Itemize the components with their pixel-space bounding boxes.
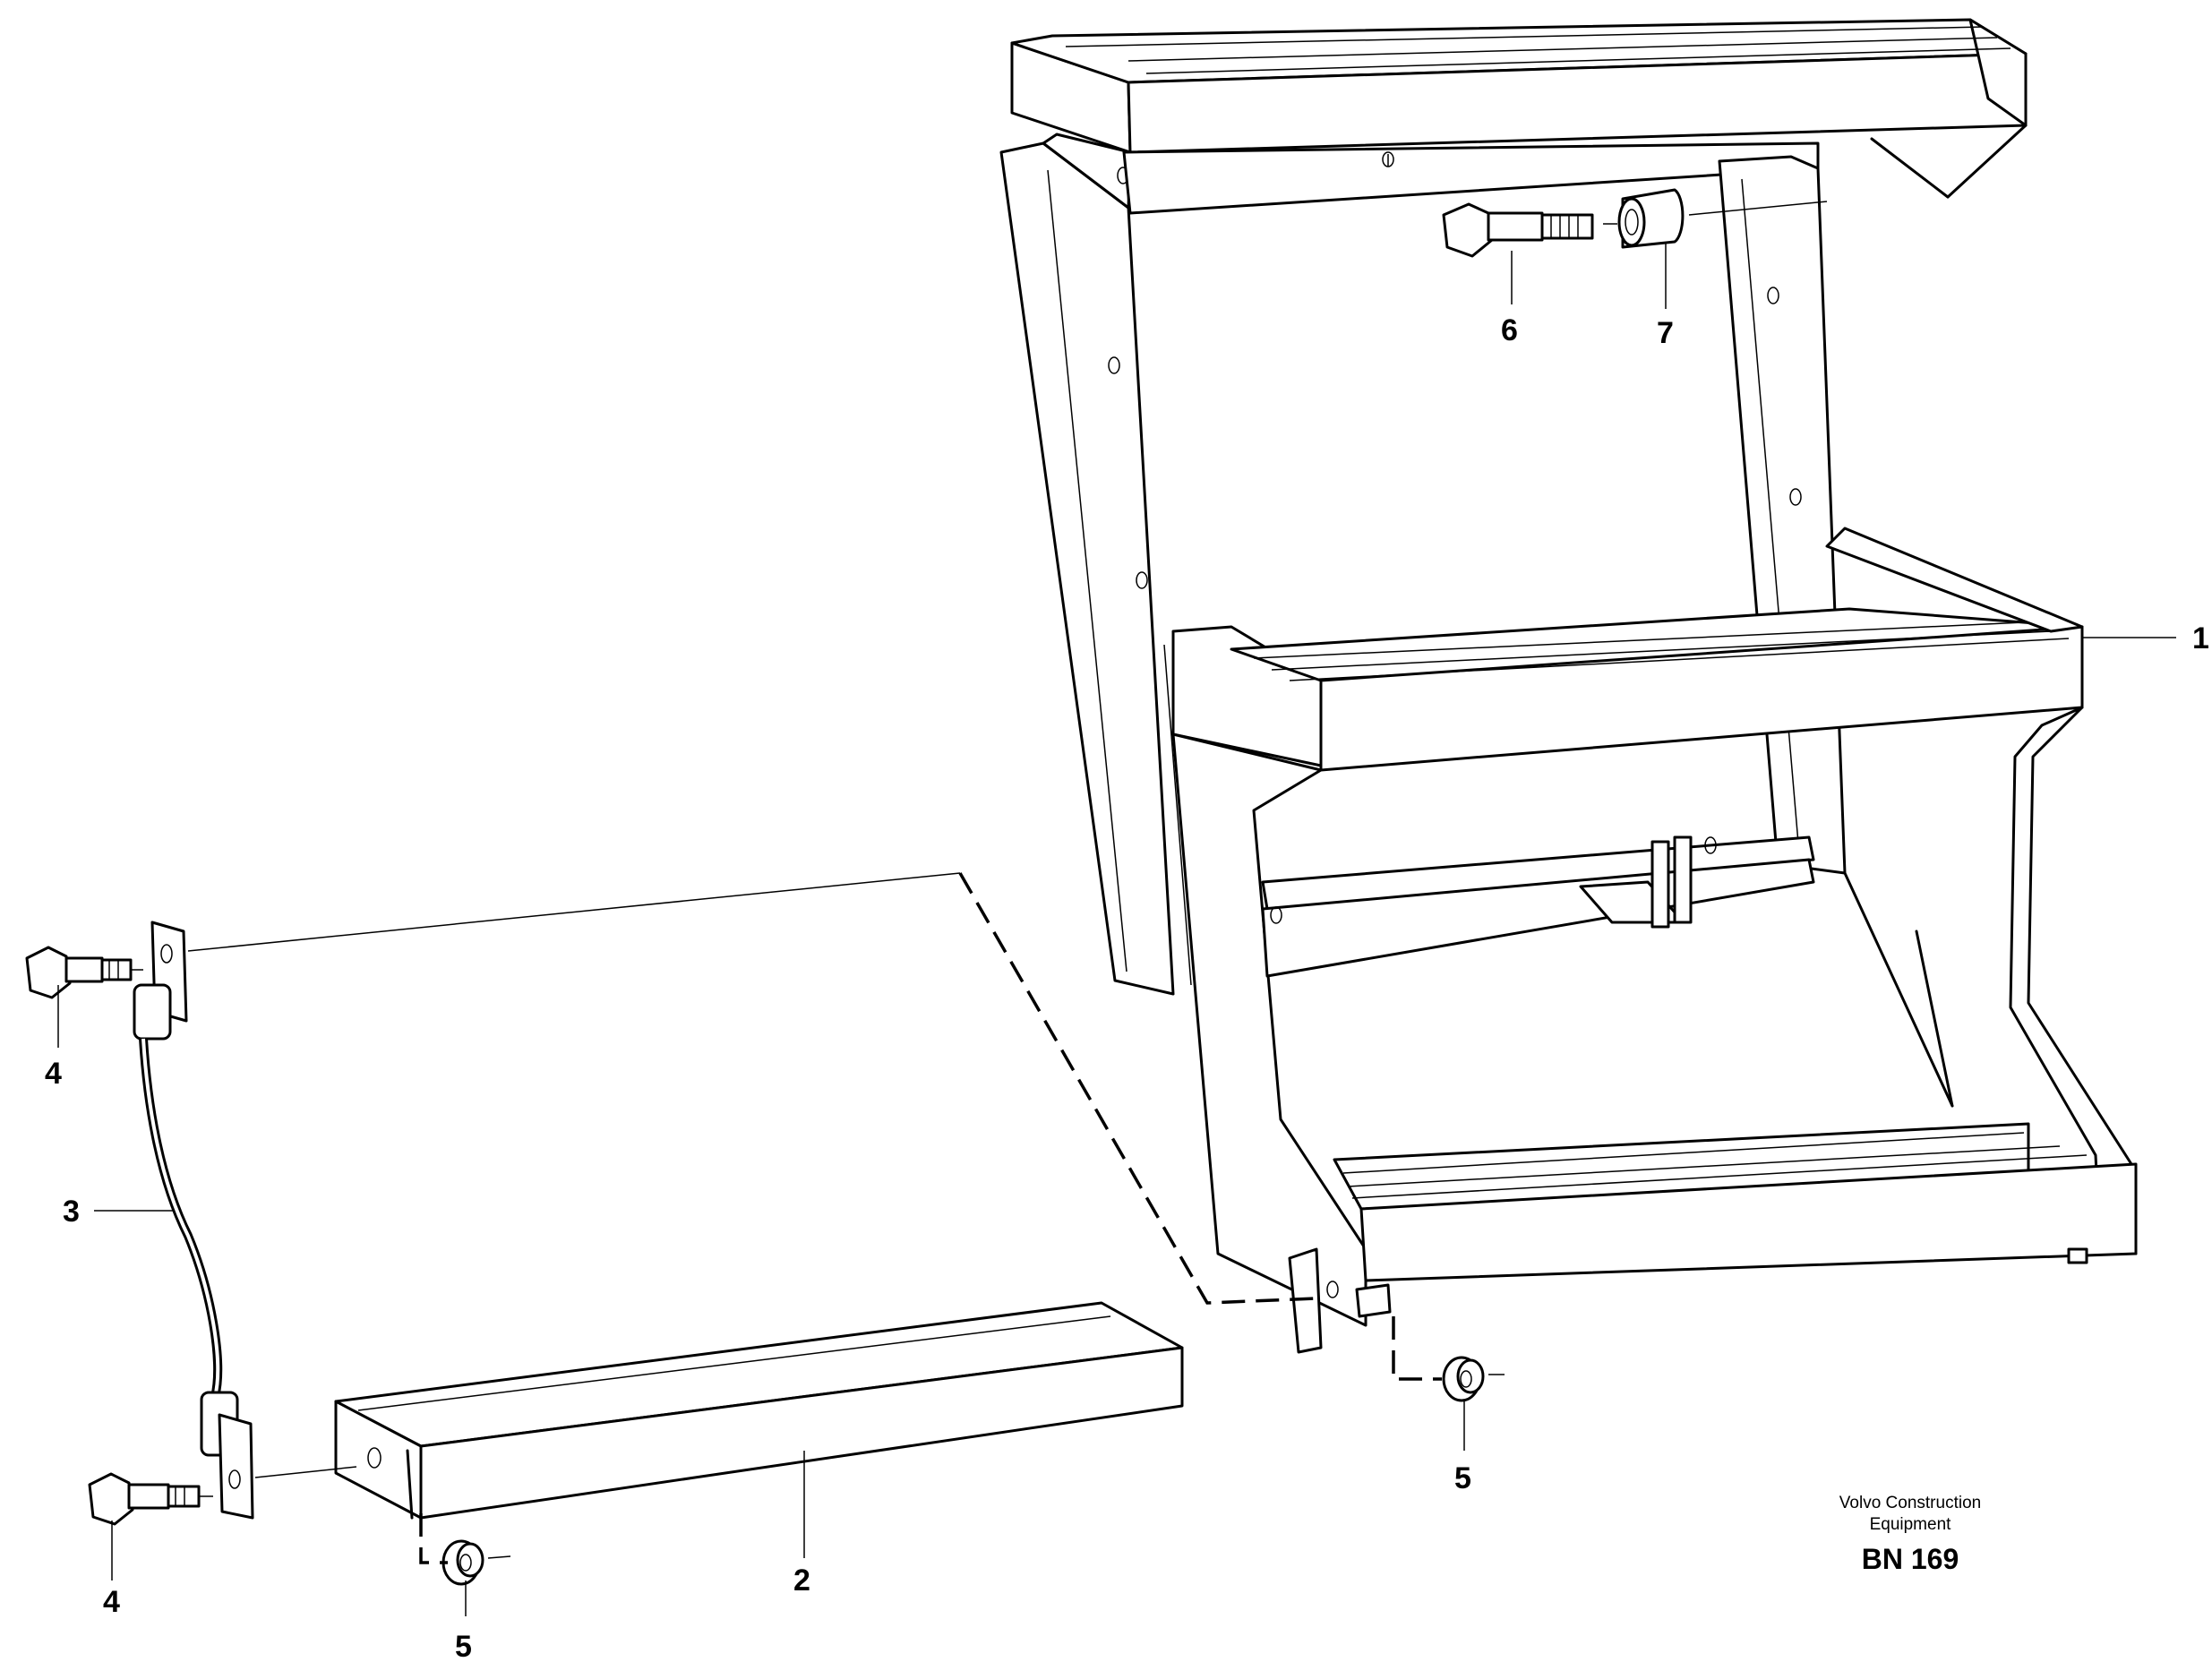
- spacer-sleeve: [1617, 188, 1685, 249]
- credit-block: Volvo Construction Equipment BN 169: [1839, 1494, 1981, 1575]
- top-frame: [1122, 141, 1820, 215]
- hanger-rod: [133, 921, 254, 1520]
- leader-lines: [57, 244, 2176, 1616]
- callout-3: 3: [63, 1195, 80, 1229]
- flange-nut: [442, 1539, 511, 1586]
- flange-nut: [1442, 1356, 1505, 1402]
- credit-line-2: Equipment: [1870, 1515, 1952, 1534]
- mounting-lug: [1288, 1247, 1392, 1354]
- flange-screw: [25, 946, 143, 999]
- callout-2: 2: [793, 1563, 810, 1598]
- callout-4-upper: 4: [45, 1057, 62, 1091]
- flange-screw: [1442, 202, 1594, 258]
- step-assembly: [999, 18, 2138, 1354]
- right-rail: [1718, 155, 1847, 875]
- callout-1: 1: [2192, 621, 2209, 655]
- flange-screw: [88, 1472, 213, 1526]
- callout-4-lower: 4: [103, 1585, 120, 1619]
- middle-step: [1163, 527, 2084, 986]
- drawing-code: BN 169: [1862, 1543, 1959, 1575]
- callout-5-left: 5: [455, 1630, 472, 1664]
- top-step: [1010, 18, 2028, 199]
- left-rail: [999, 133, 1175, 996]
- credit-line-1: Volvo Construction: [1839, 1494, 1981, 1512]
- bottom-step: [1333, 1122, 2138, 1282]
- assembly-lines: [187, 872, 1442, 1564]
- callout-7: 7: [1657, 316, 1674, 350]
- lower-step: [334, 1301, 1184, 1520]
- callout-labels: 1 2 3 4 4 5 5 6 7: [45, 313, 2209, 1664]
- callout-5-right: 5: [1454, 1461, 1471, 1495]
- callout-6: 6: [1501, 313, 1518, 347]
